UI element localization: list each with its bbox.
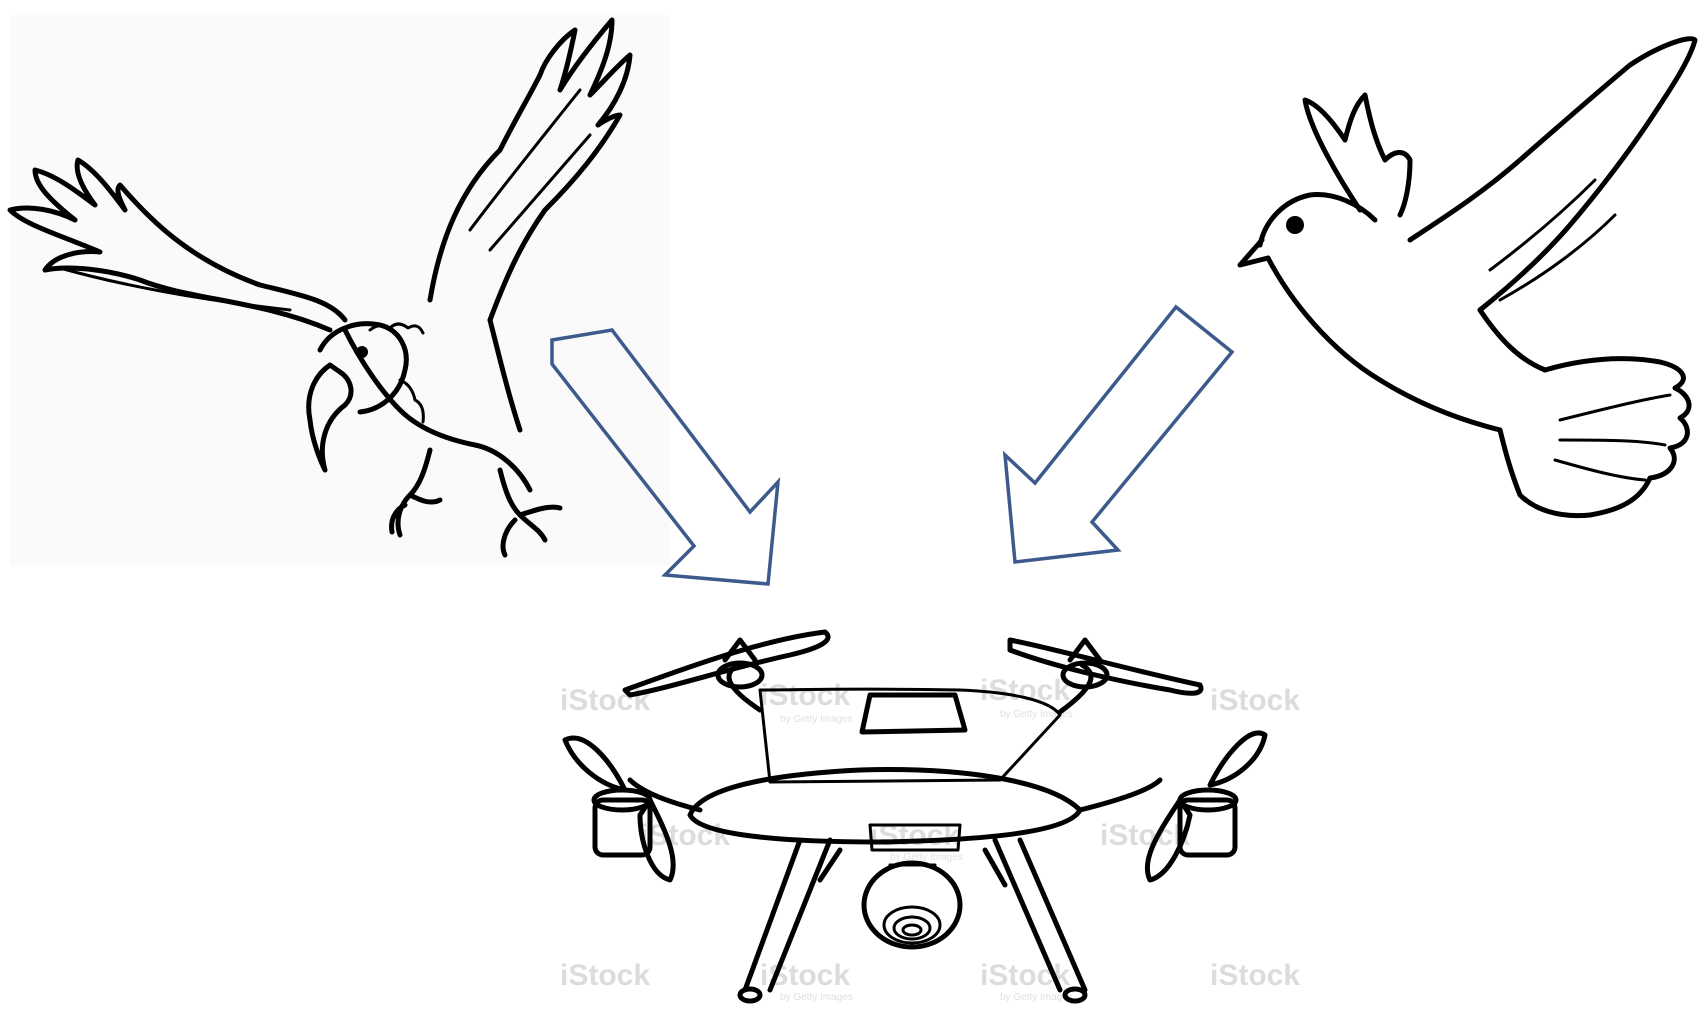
svg-text:by Getty Images: by Getty Images bbox=[1000, 992, 1073, 1003]
eagle-background-texture bbox=[10, 15, 670, 565]
svg-text:iStock: iStock bbox=[1210, 684, 1300, 717]
svg-text:iStock: iStock bbox=[640, 819, 730, 852]
eagle-illustration bbox=[7, 15, 670, 565]
svg-text:iStock: iStock bbox=[560, 684, 650, 717]
svg-text:iStock: iStock bbox=[1210, 959, 1300, 992]
quadcopter-drone-illustration: iStock iStock iStock iStock iStock iStoc… bbox=[560, 629, 1300, 1004]
svg-text:iStock: iStock bbox=[760, 679, 850, 712]
svg-text:iStock: iStock bbox=[1100, 819, 1190, 852]
istock-watermark: iStock iStock iStock iStock iStock iStoc… bbox=[560, 674, 1300, 1003]
svg-text:by Getty Images: by Getty Images bbox=[780, 714, 853, 725]
svg-text:by Getty Images: by Getty Images bbox=[1000, 709, 1073, 720]
svg-text:iStock: iStock bbox=[980, 674, 1070, 707]
arrow-dove-to-drone bbox=[1002, 304, 1235, 564]
svg-text:by Getty Images: by Getty Images bbox=[890, 852, 963, 863]
arrow-eagle-to-drone bbox=[550, 328, 781, 586]
dove-illustration bbox=[1237, 36, 1698, 519]
svg-text:by Getty Images: by Getty Images bbox=[780, 992, 853, 1003]
svg-text:iStock: iStock bbox=[560, 959, 650, 992]
